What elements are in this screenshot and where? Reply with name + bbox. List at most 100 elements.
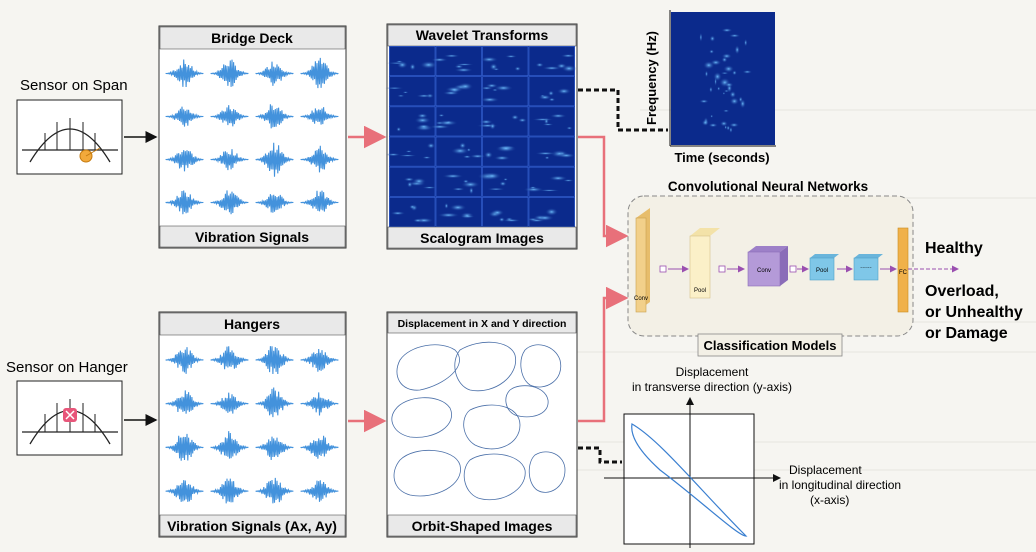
scalogram-energy-blob: [517, 117, 527, 123]
spectrogram-energy-blob: [701, 119, 709, 126]
vibration-waveform: [165, 480, 204, 502]
spectrogram-energy-blob: [729, 90, 737, 99]
scalogram-energy-blob: [386, 62, 408, 65]
vibration-waveform: [210, 59, 249, 87]
spectrogram-energy-blob: [704, 70, 709, 78]
layer-label-conv-1: Conv: [634, 296, 648, 302]
arrow-orbit-to-cnn: [578, 286, 629, 423]
scalogram-energy-blob: [422, 156, 432, 160]
scalogram-energy-blob: [529, 186, 537, 189]
vibration-waveform: [300, 57, 339, 89]
hangers-panel: Hangers Vibration Signals (Ax, Ay): [158, 311, 347, 538]
scalogram-energy-blob: [454, 67, 474, 73]
vibration-waveform: [300, 480, 339, 502]
wavelet-title: Wavelet Transforms: [416, 27, 549, 43]
output-unhealthy-line-1: Overload,: [925, 283, 999, 300]
scalogram-energy-blob: [443, 54, 460, 58]
vibration-waveform: [210, 105, 249, 127]
scalogram-energy-blob: [542, 123, 554, 126]
scalogram-energy-blob: [486, 187, 506, 191]
scalogram-energy-blob: [482, 172, 502, 180]
scalogram-energy-blob: [444, 202, 449, 210]
spectrogram-energy-blob: [710, 114, 714, 118]
spectrogram-energy: [699, 28, 753, 134]
vibration-waveform: [255, 194, 294, 213]
spectrogram-energy-blob: [721, 28, 733, 33]
scalogram-energy-blob: [398, 154, 418, 157]
scalogram-energy-blob: [504, 54, 518, 58]
scalogram-energy-blob: [479, 97, 500, 103]
spectrogram-energy-blob: [722, 91, 726, 95]
arch-bridge-with-hanger-sensor-icon: [16, 380, 123, 456]
layer-label-conv-2: Conv: [757, 268, 771, 274]
output-unhealthy-line-3: or Damage: [925, 325, 1008, 342]
scalogram-energy-blob: [531, 118, 554, 121]
vibration-waveform: [255, 477, 294, 504]
wavelet-transform-panel: Wavelet Transforms Scalogram Images: [385, 23, 578, 250]
vibration-waveform: [210, 431, 249, 459]
wavelet-caption: Scalogram Images: [420, 230, 544, 246]
scalogram-energy-blob: [538, 189, 560, 192]
layer-label-pool-2: Pool: [816, 268, 828, 274]
spectrogram-energy-blob: [734, 45, 740, 55]
displacement-caption: Orbit-Shaped Images: [412, 518, 553, 534]
scalogram-energy-blob: [562, 179, 575, 182]
scalogram-energy-blob: [535, 151, 556, 156]
layer-label-ellipsis: ......: [860, 263, 872, 270]
scalogram-energy-blob: [444, 86, 464, 93]
orbit-trajectory: [631, 423, 748, 537]
scalogram-energy-blob: [480, 86, 494, 90]
scalogram-energy-blob: [422, 186, 437, 189]
spectrogram-energy-blob: [699, 99, 709, 104]
vibration-waveform: [165, 190, 204, 215]
scalogram-energy-blob: [426, 142, 436, 149]
dashed-connector-orbit: [578, 446, 622, 464]
scalogram-energy-blob: [416, 113, 428, 119]
scalogram-energy-blob: [469, 186, 474, 195]
scalogram-energy-blob: [489, 122, 496, 130]
orbit-shape-drawings: [391, 341, 566, 500]
vibration-signal-grid: [165, 57, 339, 215]
bridge-deck-panel: Bridge Deck Vibration Signals: [158, 25, 347, 249]
arrow-scalogram-to-cnn: [578, 135, 629, 248]
spectrogram-energy-blob: [720, 72, 729, 75]
orbit-x-label-2: in longitudinal direction: [779, 478, 901, 492]
scalogram-energy-blob: [535, 214, 555, 221]
displacement-panel: Displacement in X and Y direction Orbit-…: [386, 311, 578, 538]
scalogram-energy-blob: [561, 64, 577, 73]
spectrogram-x-label: Time (seconds): [674, 150, 769, 165]
arch-bridge-with-sensor-icon: [16, 99, 123, 175]
scalogram-energy-blob: [412, 218, 423, 223]
fc-layer: FC: [897, 227, 909, 313]
scalogram-energy-blob: [489, 63, 498, 71]
scalogram-energy-blob: [450, 147, 470, 155]
scalogram-energy-blob: [431, 57, 448, 62]
scalogram-energy-blob: [502, 218, 521, 222]
vibration-waveform: [210, 392, 249, 414]
vibration-waveform: [165, 433, 204, 461]
conv-layer-2: Conv: [747, 246, 788, 287]
scalogram-energy-blob: [462, 155, 472, 159]
scalogram-energy-blob: [460, 215, 476, 218]
vibration-waveform: [210, 346, 249, 370]
vibration-waveform: [255, 142, 294, 177]
spectrogram-energy-blob: [708, 123, 718, 128]
orbit-inset: Displacement in transverse direction (y-…: [604, 365, 901, 548]
scalogram-energy-blob: [402, 91, 409, 94]
scalogram-energy-blob: [405, 150, 413, 153]
vibration-signal-grid-hangers: [165, 346, 339, 504]
scalogram-energy-blob: [544, 156, 550, 160]
spectrogram-y-label: Frequency (Hz): [644, 31, 659, 125]
scalogram-energy-blob: [503, 178, 508, 181]
scalogram-energy-blob: [545, 207, 559, 216]
scalogram-energy-blob: [396, 126, 402, 132]
spectrogram-energy-blob: [709, 86, 713, 93]
scalogram-energy-blob: [459, 142, 467, 150]
displacement-title: Displacement in X and Y direction: [398, 318, 567, 330]
vibration-waveform: [165, 347, 204, 374]
spectrogram-energy-blob: [744, 38, 748, 47]
spectrogram-energy-blob: [709, 49, 715, 54]
vibration-waveform: [300, 348, 339, 372]
orbit-x-label-1: Displacement: [789, 463, 862, 477]
spectrogram-inset: Frequency (Hz) Time (seconds): [644, 10, 776, 165]
